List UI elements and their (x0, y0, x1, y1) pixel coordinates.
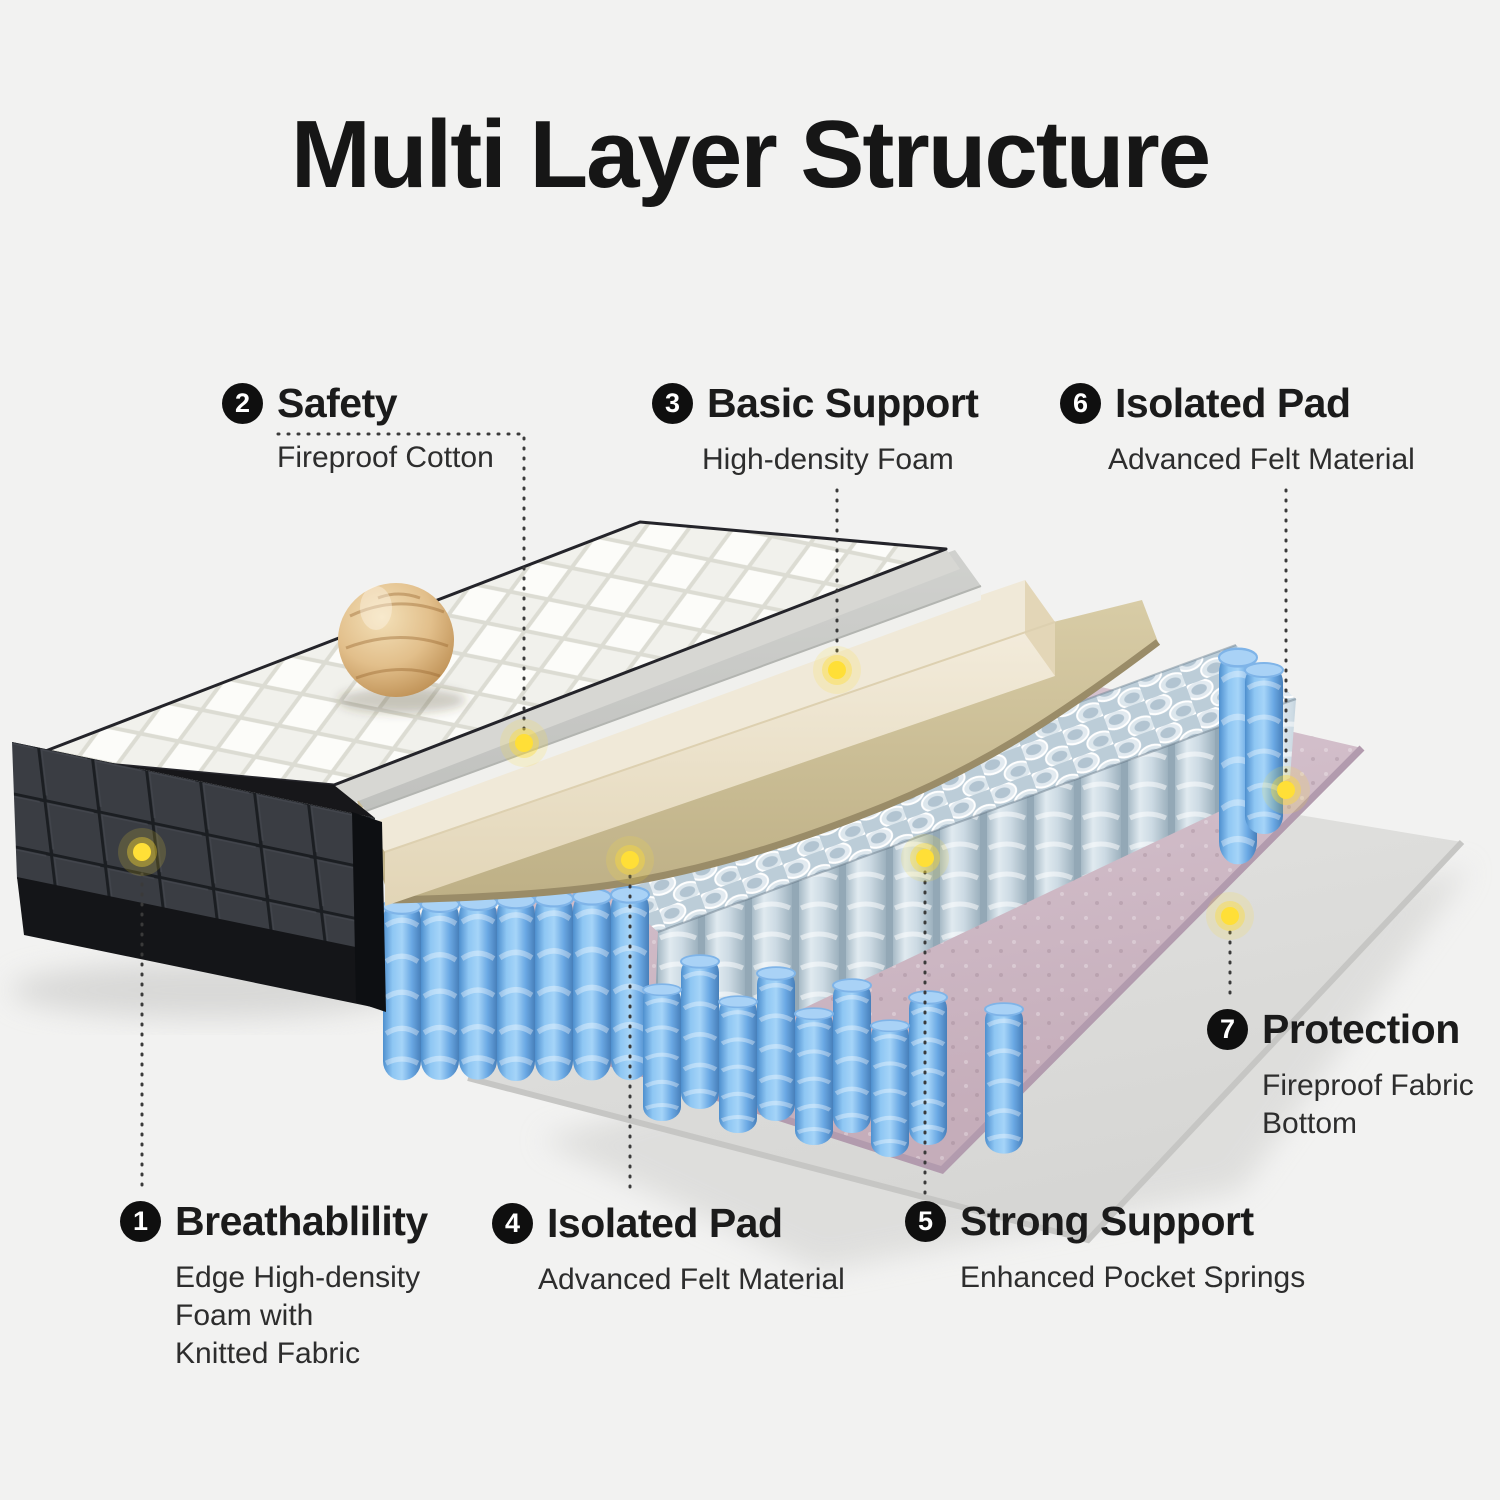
side-panel (12, 742, 386, 1012)
callout-basic-support: 3 Basic Support High-density Foam (652, 380, 979, 479)
callout-1-label: Breathablility (175, 1198, 428, 1244)
callout-2-badge: 2 (222, 383, 263, 424)
callout-6-badge: 6 (1060, 383, 1101, 424)
callout-5-label: Strong Support (960, 1198, 1254, 1244)
callout-lines (140, 432, 1288, 1198)
callout-5-badge: 5 (905, 1201, 946, 1242)
callout-dot-4 (606, 836, 654, 884)
callout-4-description: Advanced Felt Material (538, 1263, 845, 1296)
top-cover-edge-band (334, 549, 960, 805)
callout-2-label: Safety (277, 380, 398, 426)
callout-3-label: Basic Support (707, 380, 979, 426)
callout-dot-2 (500, 719, 548, 767)
bright-springs-right (1219, 649, 1283, 864)
foam-layer (355, 580, 1056, 906)
callout-6-description: Advanced Felt Material (1108, 443, 1415, 476)
callout-7-badge: 7 (1207, 1009, 1248, 1050)
callout-7-label: Protection (1262, 1006, 1460, 1052)
callout-5-description: Enhanced Pocket Springs (960, 1261, 1306, 1294)
callout-3-description: High-density Foam (702, 443, 954, 476)
callout-protection: 7 Protection Fireproof Fabric Bottom (1207, 1006, 1474, 1143)
callout-dot-3 (813, 646, 861, 694)
callout-4-label: Isolated Pad (547, 1200, 783, 1246)
callout-dot-7 (1206, 892, 1254, 940)
callout-1-badge: 1 (120, 1201, 161, 1242)
callout-6-label: Isolated Pad (1115, 380, 1351, 426)
callout-dots (118, 646, 1310, 940)
pocket-springs (383, 644, 1297, 1157)
callout-strong-support: 5 Strong Support Enhanced Pocket Springs (905, 1198, 1305, 1297)
callout-breathability: 1 Breathablility Edge High-density Foam … (120, 1198, 428, 1373)
callout-2-description: Fireproof Cotton (277, 441, 494, 474)
wooden-ball (338, 583, 466, 713)
page-title: Multi Layer Structure (290, 101, 1211, 208)
callout-dot-5 (901, 834, 949, 882)
callout-safety: 2 Safety Fireproof Cotton (222, 380, 494, 477)
callout-dot-6 (1262, 766, 1310, 814)
callout-3-badge: 3 (652, 383, 693, 424)
bright-springs-left (383, 887, 649, 1081)
callout-isolated-pad: 4 Isolated Pad Advanced Felt Material (492, 1200, 845, 1299)
callout-line-2 (276, 432, 526, 732)
callout-dot-1 (118, 828, 166, 876)
callout-1-description: Edge High-density Foam with Knitted Fabr… (175, 1261, 421, 1371)
callout-4-badge: 4 (492, 1203, 533, 1244)
callout-7-description: Fireproof Fabric Bottom (1262, 1069, 1474, 1141)
callout-isolated-pad-top: 6 Isolated Pad Advanced Felt Material (1060, 380, 1415, 479)
